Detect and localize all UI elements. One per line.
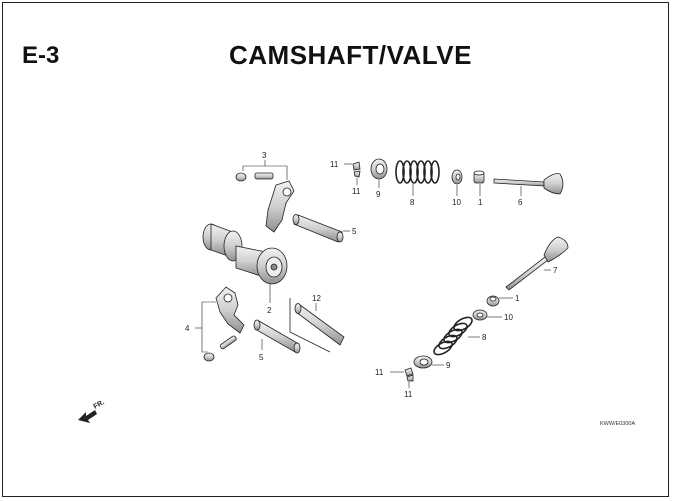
rocker-shaft-lower (253, 319, 301, 354)
label-10b: 10 (504, 313, 513, 322)
rocker-arm-upper (235, 172, 295, 233)
valve-cotter-lower (404, 367, 414, 382)
valve-exhaust (493, 173, 564, 195)
label-5b: 5 (259, 353, 264, 362)
label-12: 12 (312, 294, 321, 303)
valve-spring-upper (395, 160, 440, 184)
label-11b: 11 (352, 187, 361, 196)
spring-retainer-lower (413, 355, 433, 369)
label-8a: 8 (410, 198, 415, 207)
label-11c: 11 (375, 368, 384, 377)
rocker-arm-lower (203, 286, 245, 362)
label-1a: 1 (478, 198, 483, 207)
label-7: 7 (553, 266, 558, 275)
callout-4 (195, 301, 216, 353)
label-2: 2 (267, 306, 272, 315)
label-3: 3 (262, 151, 267, 160)
label-10a: 10 (452, 198, 461, 207)
stem-seal-upper (473, 170, 485, 184)
page-title: CAMSHAFT/VALVE (229, 40, 472, 70)
spring-retainer-upper (370, 158, 388, 180)
spring-seat-lower (472, 309, 488, 321)
camshaft (202, 223, 288, 285)
front-label: FR. (93, 399, 106, 411)
label-11a: 11 (330, 160, 339, 169)
label-1b: 1 (515, 294, 520, 303)
spring-seat-upper (451, 169, 463, 185)
rocker-shaft-upper (292, 214, 344, 243)
section-code: E-3 (22, 42, 60, 69)
label-11d: 11 (404, 390, 413, 399)
label-4: 4 (185, 324, 190, 333)
label-8b: 8 (482, 333, 487, 342)
label-6: 6 (518, 198, 523, 207)
label-5a: 5 (352, 227, 357, 236)
valve-intake (505, 236, 569, 291)
label-9a: 9 (376, 190, 381, 199)
diagram-reference-code: KWW/E0300A (600, 421, 635, 427)
front-direction-arrow: FR. (78, 399, 106, 423)
valve-cotter-upper (352, 161, 361, 178)
valve-spring-lower (433, 316, 473, 356)
cam-chain-guide-rod (289, 298, 345, 353)
callout-3 (242, 160, 288, 180)
label-9b: 9 (446, 361, 451, 370)
stem-seal-lower (486, 295, 500, 307)
